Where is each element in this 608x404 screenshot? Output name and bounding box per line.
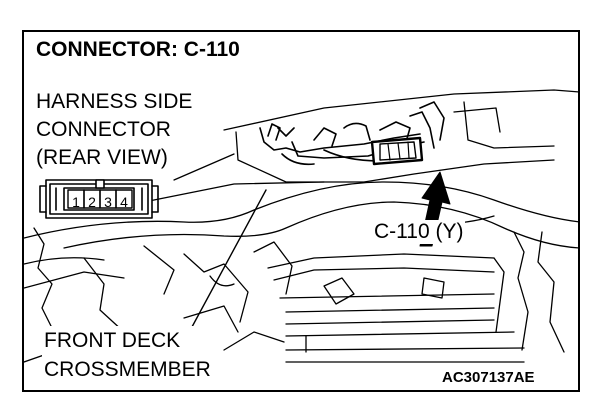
diagram-frame: CONNECTOR: C-110 HARNESS SIDE CONNECTOR … [22,30,580,392]
pin-3-label: 3 [104,194,112,210]
leader-line [185,189,267,339]
harness-side-label-line-1: HARNESS SIDE [36,90,193,113]
pin-4-label: 4 [120,194,128,210]
harness-side-label: HARNESS SIDE CONNECTOR (REAR VIEW) [36,88,192,172]
connector-face-diagram [39,179,159,219]
pin-1-label: 1 [72,194,80,210]
background-linework [24,89,578,363]
location-label-line-2: CROSSMEMBER [44,358,211,381]
location-label-line-1: FRONT DECK [44,329,181,352]
connector-c110-body [370,136,424,166]
connector-title: CONNECTOR: C-110 [36,38,240,61]
location-label: FRONT DECK CROSSMEMBER [42,326,215,384]
connector-pin-cells [67,189,133,209]
harness-side-label-line-3: (REAR VIEW) [36,146,168,169]
pin-2-label: 2 [88,194,96,210]
engine-bay-illustration [24,89,578,363]
connector-callout-label: C-110 (Y) [372,220,466,244]
figure-code: AC307137AE [440,369,537,386]
harness-side-label-line-2: CONNECTOR [36,118,171,141]
